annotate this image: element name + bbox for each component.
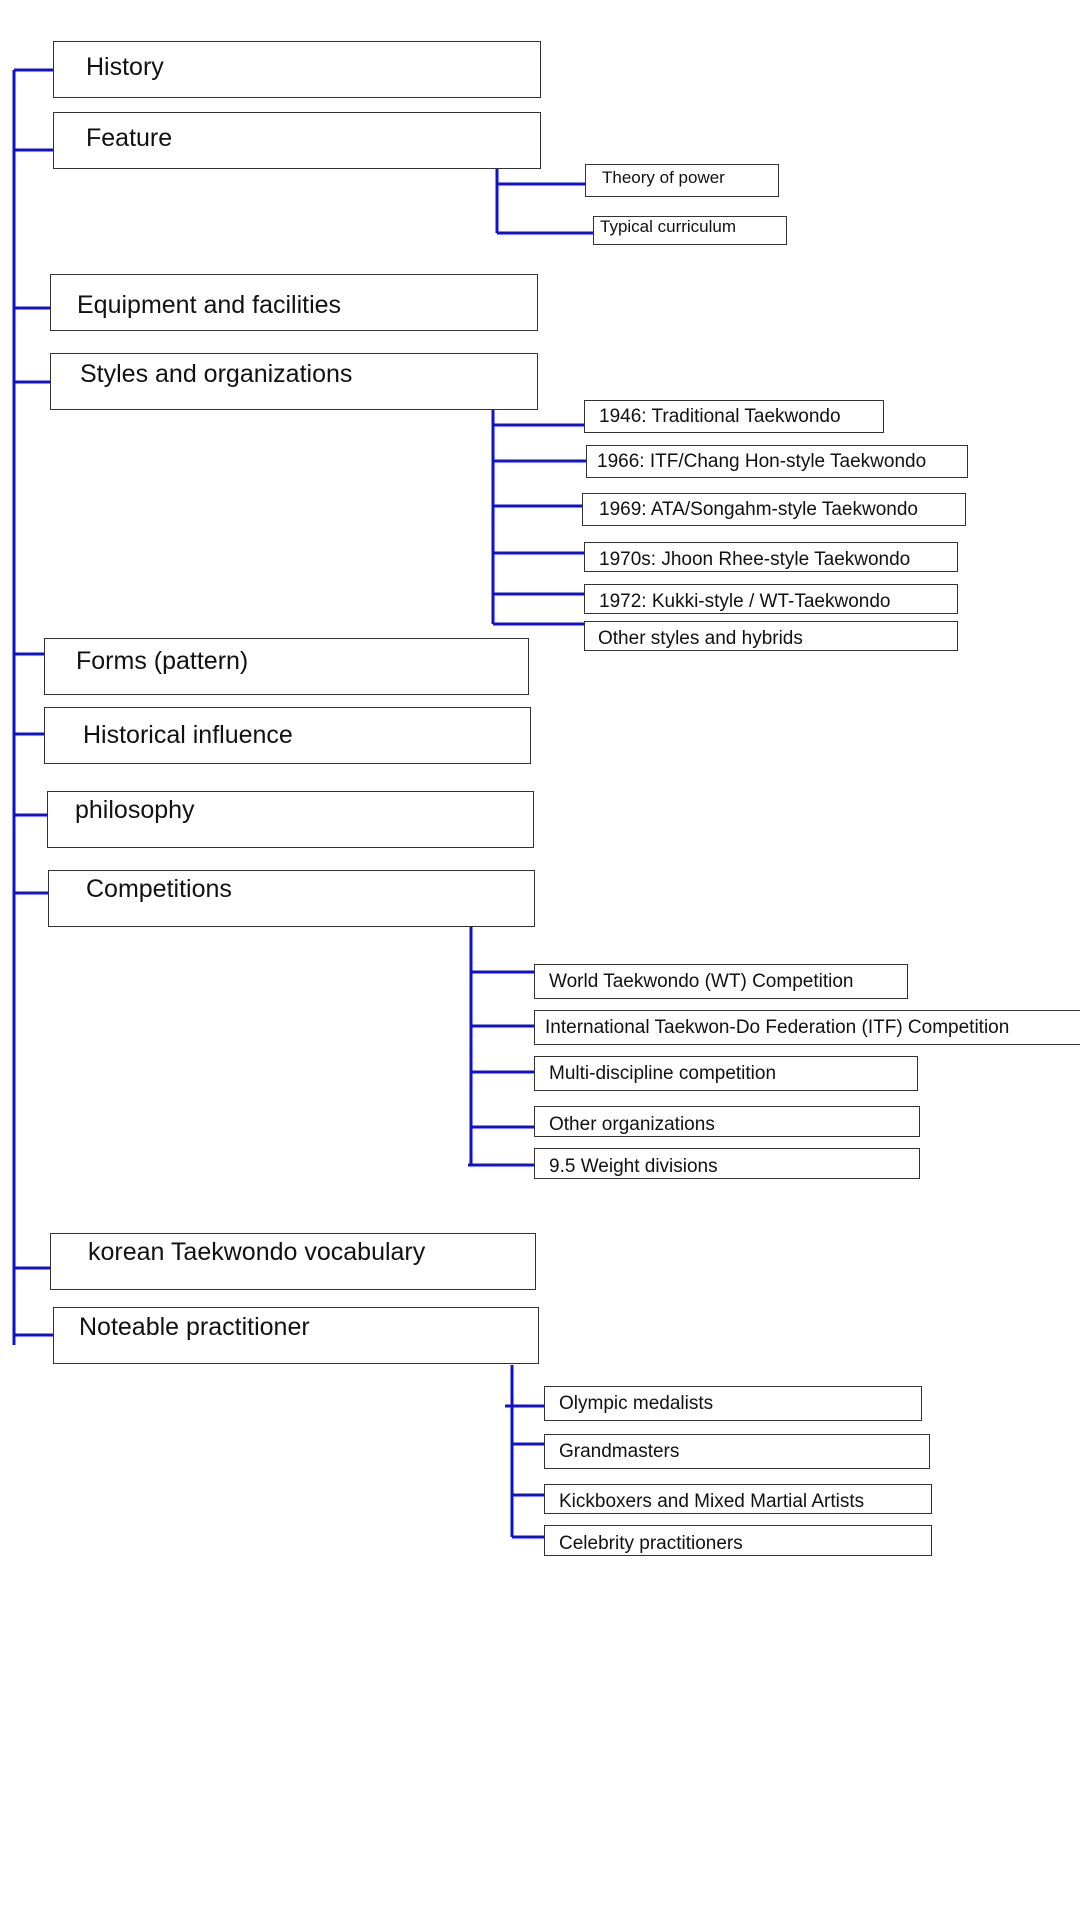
subtopic-olympic-medalists: Olympic medalists — [544, 1386, 922, 1421]
subtopic-competition-other: Other organizations — [534, 1106, 920, 1137]
subtopic-grandmasters: Grandmasters — [544, 1434, 930, 1469]
topic-philosophy: philosophy — [47, 791, 534, 848]
subtopic-competition-wt: World Taekwondo (WT) Competition — [534, 964, 908, 999]
topic-historical-influence: Historical influence — [44, 707, 531, 764]
subtopic-competition-multi: Multi-discipline competition — [534, 1056, 918, 1091]
subtopic-competition-itf: International Taekwon-Do Federation (ITF… — [534, 1010, 1080, 1045]
topic-history: History — [53, 41, 541, 98]
subtopic-theory-of-power: Theory of power — [585, 164, 779, 197]
subtopic-typical-curriculum: Typical curriculum — [593, 216, 787, 245]
subtopic-style-other: Other styles and hybrids — [584, 621, 958, 651]
subtopic-kickboxers: Kickboxers and Mixed Martial Artists — [544, 1484, 932, 1514]
topic-equipment: Equipment and facilities — [50, 274, 538, 331]
subtopic-style-1970s: 1970s: Jhoon Rhee-style Taekwondo — [584, 542, 958, 572]
topic-feature: Feature — [53, 112, 541, 169]
subtopic-celebrity: Celebrity practitioners — [544, 1525, 932, 1556]
subtopic-style-1972: 1972: Kukki-style / WT-Taekwondo — [584, 584, 958, 614]
subtopic-competition-weight: 9.5 Weight divisions — [534, 1148, 920, 1179]
subtopic-style-1946: 1946: Traditional Taekwondo — [584, 400, 884, 433]
subtopic-style-1966: 1966: ITF/Chang Hon-style Taekwondo — [586, 445, 968, 478]
subtopic-style-1969: 1969: ATA/Songahm-style Taekwondo — [582, 493, 966, 526]
topic-forms: Forms (pattern) — [44, 638, 529, 695]
topic-styles: Styles and organizations — [50, 353, 538, 410]
topic-practitioners: Noteable practitioner — [53, 1307, 539, 1364]
topic-competitions: Competitions — [48, 870, 535, 927]
topic-vocabulary: korean Taekwondo vocabulary — [50, 1233, 536, 1290]
